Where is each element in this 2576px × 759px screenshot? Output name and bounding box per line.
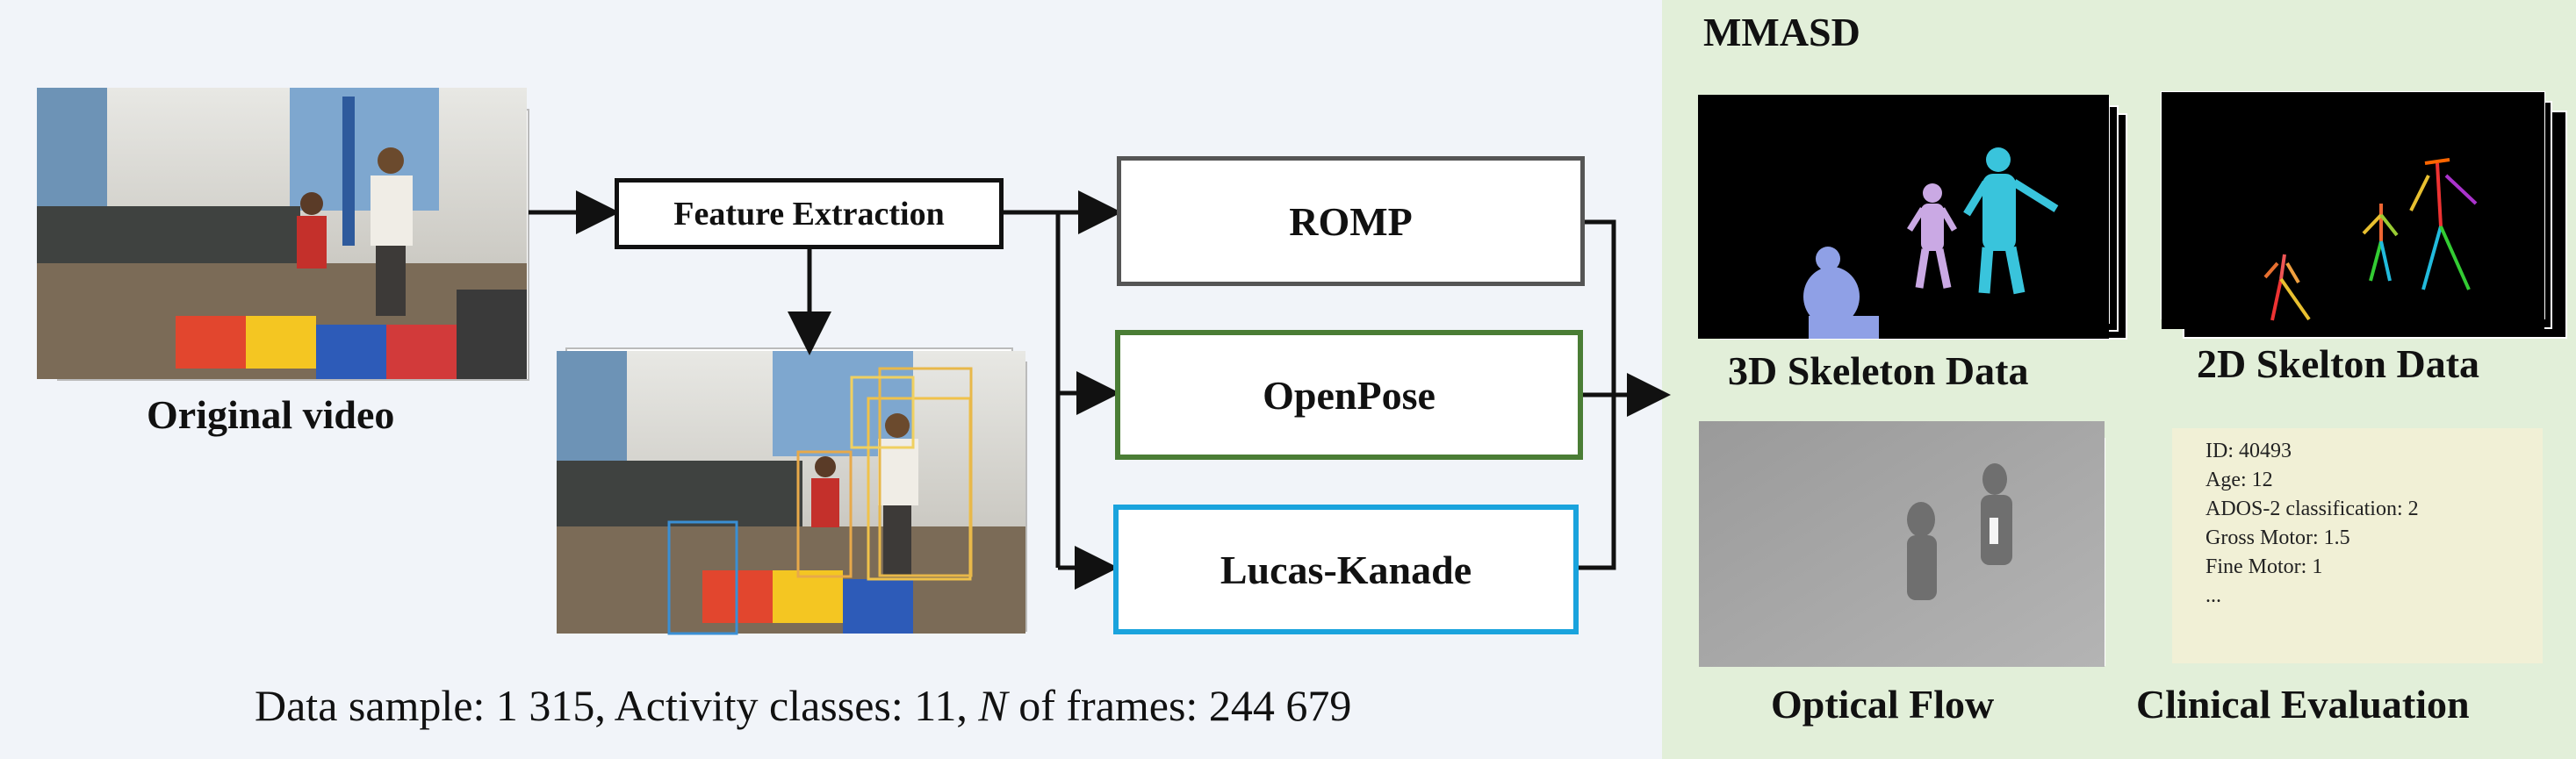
dataset-stats: Data sample: 1 315, Activity classes: 11… (255, 680, 1351, 731)
original-video-frame (37, 88, 527, 379)
skeleton-2d-figure-right (2409, 158, 2478, 290)
clinical-line: Fine Motor: 1 (2205, 555, 2323, 578)
method-box-lucas-kanade: Lucas-Kanade (1113, 505, 1579, 634)
mesh-figure-seated (1803, 247, 1879, 339)
flow-silhouettes (1907, 463, 2012, 600)
collector-romp (1585, 219, 1616, 395)
dataset-stats-suffix: of frames: 244 679 (1007, 681, 1352, 730)
method-box-openpose: OpenPose (1115, 330, 1583, 460)
mesh-figure-small (1907, 183, 1958, 289)
clinical-evaluation-card: ID: 40493 Age: 12 ADOS-2 classification:… (2172, 428, 2543, 663)
tracked-video-frame (557, 351, 1025, 634)
mesh-figure-tall (1963, 147, 2059, 295)
clinical-line: Gross Motor: 1.5 (2205, 526, 2350, 549)
collector-lucas (1579, 395, 1616, 570)
skeleton-2d-stack (2161, 91, 2567, 339)
method-box-romp: ROMP (1117, 156, 1585, 286)
label-3d-skeleton: 3D Skeleton Data (1728, 348, 2029, 393)
label-clinical-evaluation: Clinical Evaluation (2136, 682, 2470, 727)
skeleton-2d-figure-left (2263, 254, 2311, 321)
dataset-stats-prefix: Data sample: 1 315, Activity classes: 11… (255, 681, 979, 730)
feature-extraction-box: Feature Extraction (615, 178, 1004, 249)
dataset-stats-n: N (978, 681, 1008, 730)
clinical-line: ... (2205, 584, 2221, 607)
clinical-line: Age: 12 (2205, 469, 2273, 491)
label-optical-flow: Optical Flow (1771, 682, 1995, 727)
tracking-bounding-boxes (667, 367, 973, 635)
original-video-label: Original video (147, 392, 395, 437)
skeleton-3d-stack (1698, 95, 2127, 340)
clinical-line: ADOS-2 classification: 2 (2205, 498, 2419, 520)
clinical-line: ID: 40493 (2205, 440, 2292, 462)
original-video-stack (37, 88, 529, 381)
flow-arrows (529, 190, 1671, 590)
label-2d-skeleton: 2D Skelton Data (2197, 341, 2480, 386)
skeleton-2d-figure-middle (2362, 204, 2399, 282)
tracked-video-stack (557, 347, 1027, 635)
optical-flow-stack (1699, 421, 2105, 667)
mmasd-title: MMASD (1703, 10, 1860, 54)
